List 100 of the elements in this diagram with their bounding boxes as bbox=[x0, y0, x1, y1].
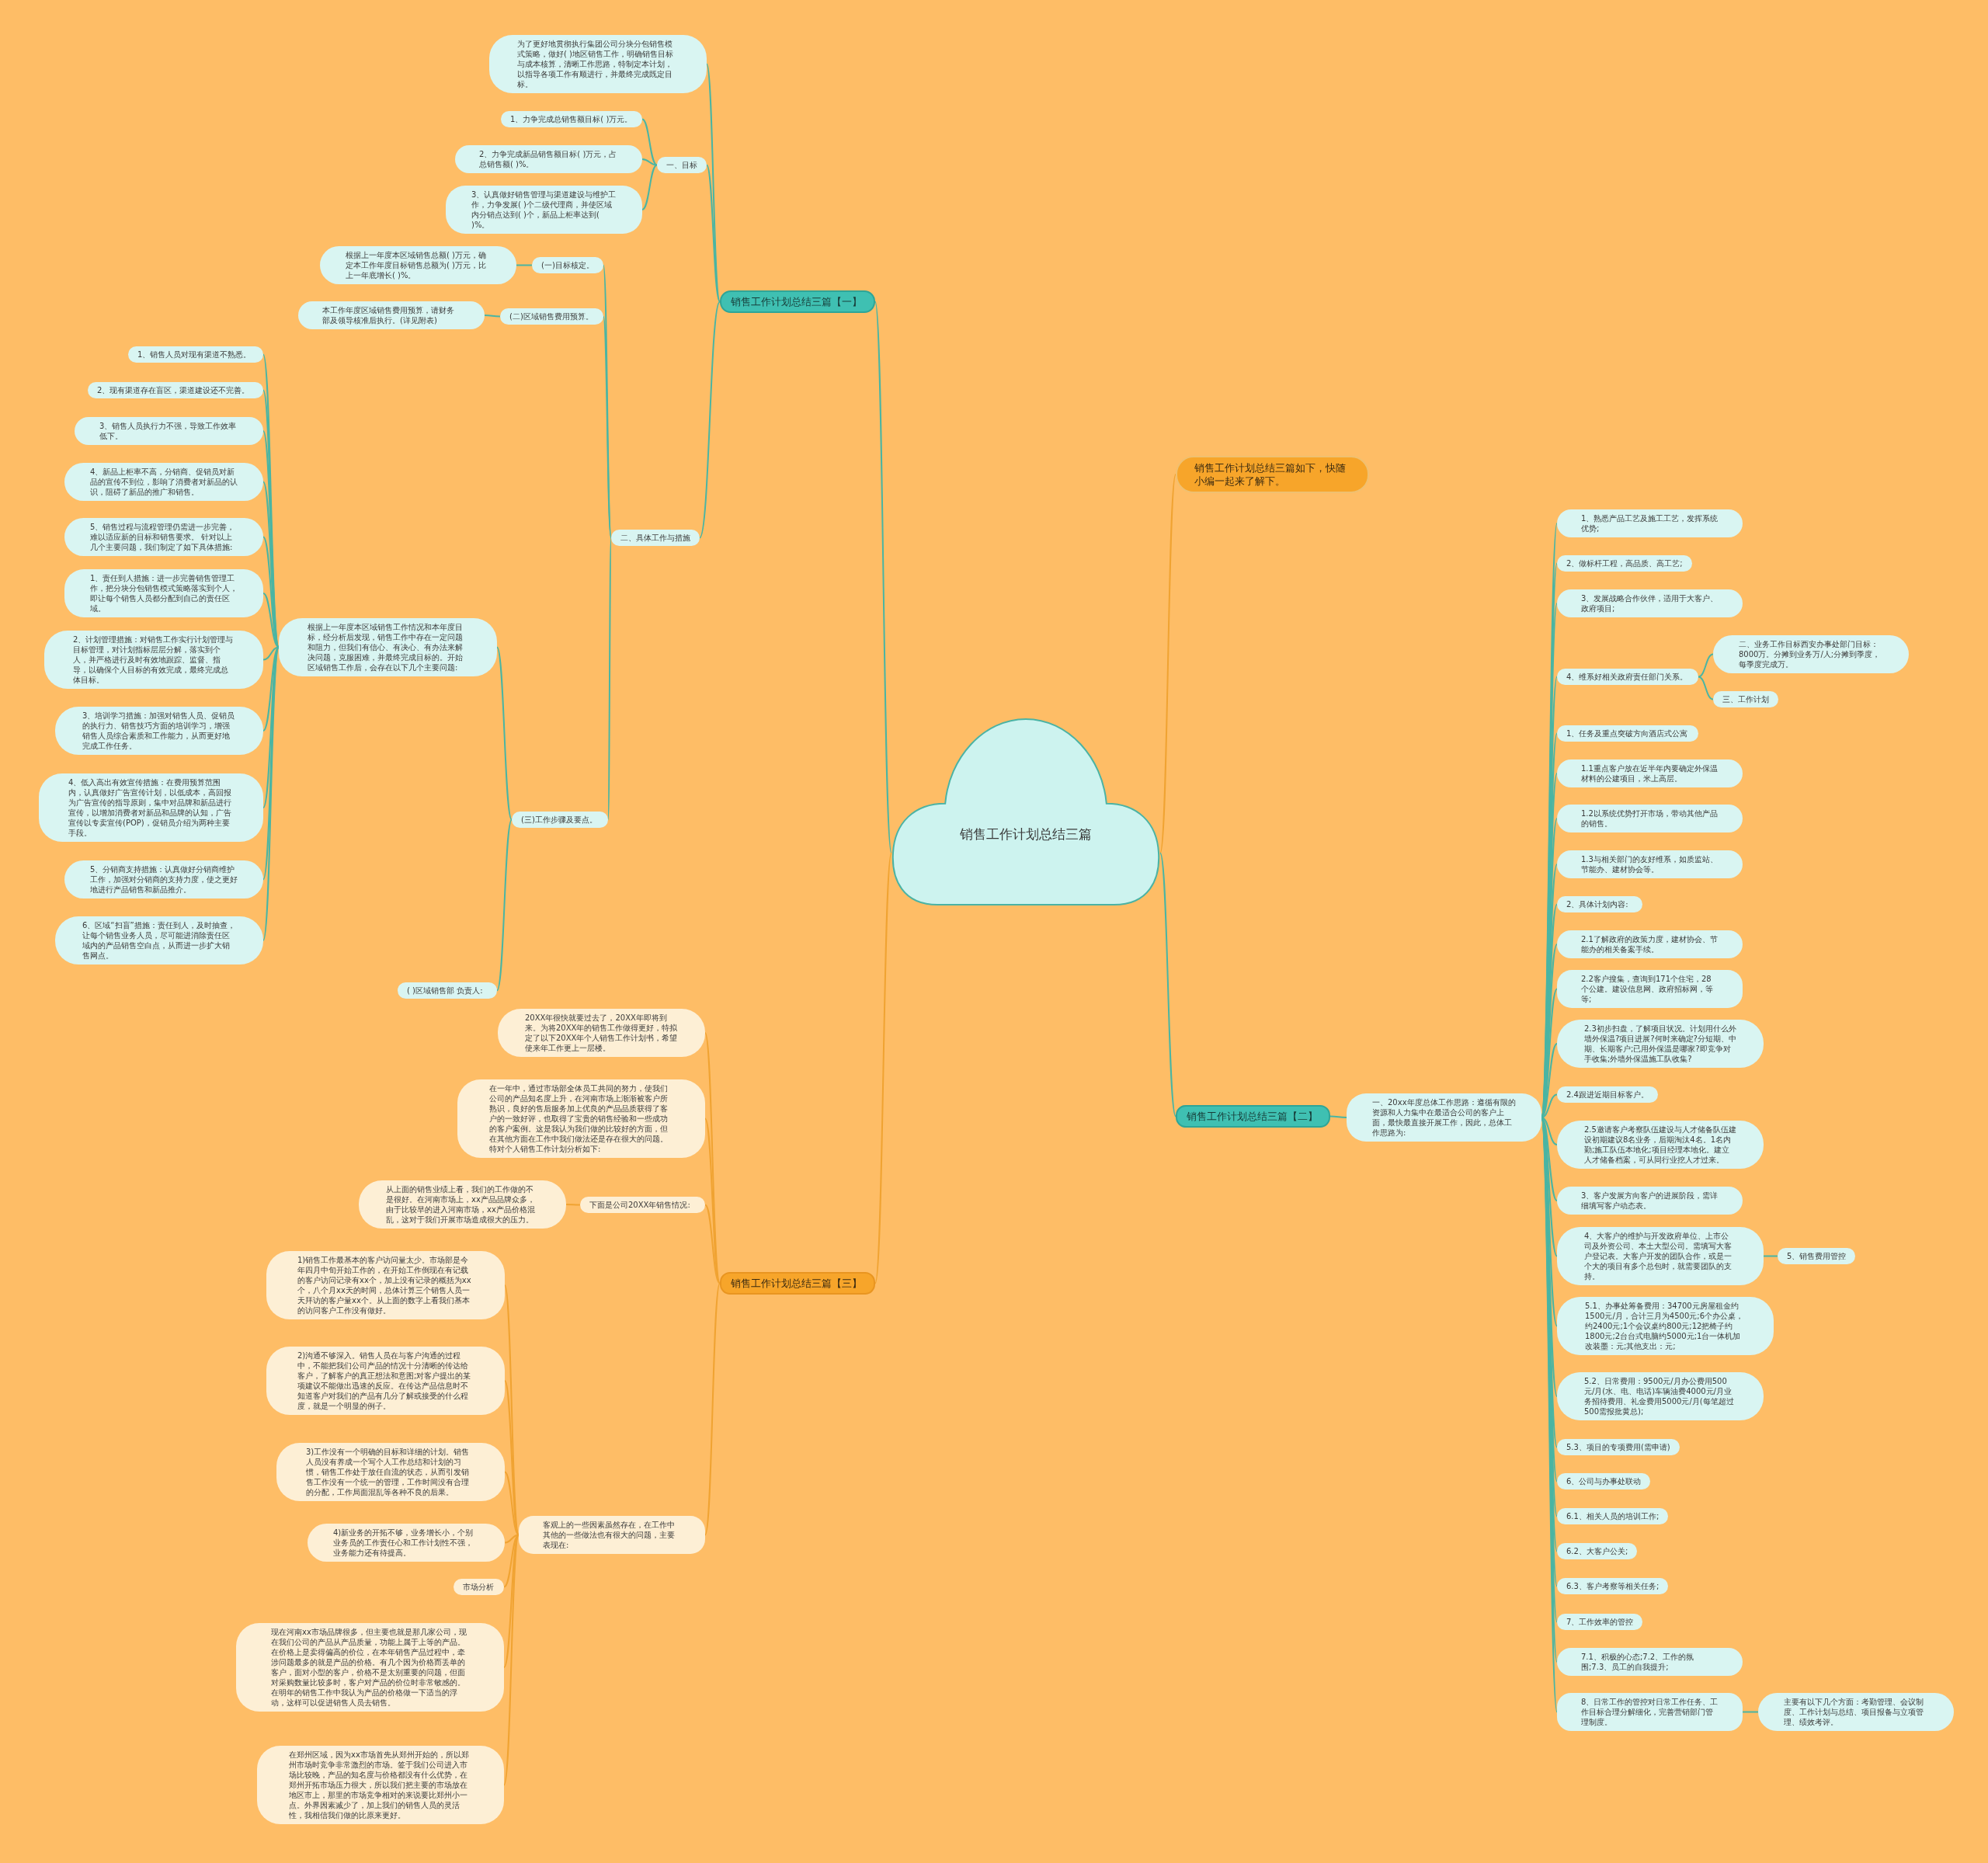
connector-line bbox=[1763, 1255, 1778, 1257]
topic-box: 3、培训学习措施：加强对销售人员、促销员的执行力、销售技巧方面的培训学习，增强销售人员综合素质和工作能力，从而更好地完成工作任务。 bbox=[55, 707, 263, 755]
topic-box: ( )区域销售部 负责人: bbox=[398, 982, 497, 999]
topic-box: 1、力争完成总销售额目标( )万元。 bbox=[501, 111, 642, 127]
topic-box: 6、区域“扫盲”措施：责任到人，及时抽查，让每个销售业务人员，尽可能进消除责任区域内的产品销售空白点，从而进一步扩大销售网点。 bbox=[55, 916, 263, 965]
topic-box: 现在河南xx市场品牌很多，但主要也就是那几家公司，现在我们公司的产品从产品质量，功能上属于上等的产品。在价格上是卖得偏高的价位，在本年销售产品过程中，牵涉问题最多的就是产品的价格。有几个因为价格而丢单的客户，面对小型的客户，价格不是太别重要的问题，但面对采购数量比较多时，客户对产品的价位时非常敏感的。在明年的销售工作中我认为产品的价格做一下适当的浮动，这样可以促进销售人员去销售。 bbox=[236, 1623, 504, 1712]
topic-box: (一)目标核定。 bbox=[532, 257, 603, 273]
topic-box: 3、客户发展方向客户的进展阶段，需详细填写客户动态表。 bbox=[1557, 1187, 1743, 1215]
topic-box: 主要有以下几个方面：考勤管理、会议制度、工作计划与总结、项目报备与立项管理、绩效考评。 bbox=[1758, 1693, 1954, 1731]
connector-line bbox=[262, 646, 280, 732]
connector-line bbox=[1698, 676, 1714, 700]
topic-box: 根据上一年度本区域销售总额( )万元，确定本工作年度目标销售总额为( )万元，比上一年底增长( )%。 bbox=[320, 246, 516, 284]
connector-line bbox=[1159, 474, 1176, 854]
topic-box: 4、低入高出有效宣传措施：在费用预算范围内，认真做好广告宣传计划，以低成本，高回报为广告宣传的指导原则，集中对品牌和新品进行宣传，以增加消费者对新品和品牌的认知，广告宣传以专卖宣传(POP)，促销员介绍为两种主要手段。 bbox=[39, 773, 263, 842]
connector-line bbox=[699, 301, 721, 539]
topic-box: 3、认真做好销售管理与渠道建设与维护工作，力争发展( )个二级代理商，并使区域内分销点达到( )个，新品上柜率达到( )%。 bbox=[446, 186, 642, 234]
topic-box: 根据上一年度本区域销售工作情况和本年度目标，经分析后发现，销售工作中存在一定问题和阻力，但我们有信心、有决心、有办法来解决问题，克服困难，并最终完成目标的。开始区域销售工作后，会存在以下几个主要问题: bbox=[279, 618, 497, 676]
connector-line bbox=[262, 593, 280, 648]
connector-line bbox=[641, 158, 658, 166]
connector-line bbox=[504, 1471, 520, 1536]
connector-line bbox=[496, 646, 513, 821]
topic-box: 1)销售工作最基本的客户访问量太少。市场部是今年四月中旬开始工作的，在开始工作倒现在有记载的客户访问记录有xx个，加上没有记录的概括为xx个，八个月xx天的时间，总体计算三个销售人员一天拜访的客户量xx个。从上面的数字上看我们基本的访问客户工作没有做好。 bbox=[266, 1251, 505, 1319]
topic-box: 下面是公司20XX年销售情况: bbox=[580, 1197, 705, 1213]
connector-line bbox=[874, 301, 892, 854]
branch-topic-box: 销售工作计划总结三篇【二】 bbox=[1176, 1105, 1330, 1128]
topic-box: 4、新品上柜率不高，分销商、促销员对新品的宣传不到位，影响了消费者对新品的认识，阻碍了新品的推广和销售。 bbox=[64, 463, 263, 501]
connector-line bbox=[704, 1282, 721, 1536]
topic-box: 1.3与相关部门的友好维系，如质监站、节能办、建材协会等。 bbox=[1557, 850, 1743, 878]
topic-box: 4、大客户的维护与开发政府单位、上市公司及外资公司、本土大型公司。需填写大客户登记表。大客户开发的团队合作，或是一个大的项目有多个总包时，就需要团队的支持。 bbox=[1557, 1227, 1764, 1285]
topic-box: 2.2客户搜集，查询到171个住宅，28个公建。建设信息网、政府招标网，等等; bbox=[1557, 970, 1743, 1008]
connector-line bbox=[484, 315, 501, 318]
topic-box: 5.1、办事处筹备费用：34700元房屋租金约1500元/月，合计三月为4500元;6个办公桌，约2400元;1个会议桌约800元;12把椅子约1800元;2台台式电脑约5000元;1台一体机加改装墨：元;其他支出：元; bbox=[1557, 1297, 1774, 1355]
connector-line bbox=[641, 118, 658, 166]
topic-box: 2、现有渠道存在盲区，渠道建设还不完善。 bbox=[88, 382, 263, 398]
topic-box: 4)新业务的开拓不够，业务增长小，个别业务员的工作责任心和工作计划性不强，业务能力还有待提高。 bbox=[308, 1524, 505, 1562]
connector-line bbox=[1159, 852, 1176, 1117]
connector-line bbox=[503, 1534, 520, 1668]
topic-box: 2.1了解政府的政策力度，建材协会、节能办的相关备案手续。 bbox=[1557, 930, 1743, 958]
connector-line bbox=[603, 315, 612, 539]
topic-box: 1.1重点客户放在近半年内要确定外保温材料的公建项目，米上高层。 bbox=[1557, 759, 1743, 787]
topic-box: 3、销售人员执行力不强，导致工作效率低下。 bbox=[75, 417, 263, 445]
connector-line bbox=[503, 1534, 520, 1588]
topic-box: 1、销售人员对现有渠道不熟悉。 bbox=[128, 346, 263, 363]
branch-topic-box: 销售工作计划总结三篇【三】 bbox=[720, 1272, 875, 1295]
connector-line bbox=[262, 646, 280, 661]
topic-box: 3)工作没有一个明确的目标和详细的计划。销售人员没有养成一个写个人工作总结和计划的习惯，销售工作处于放任自流的状态，从而引发销售工作没有一个统一的管理，工作时间没有合理的分配，工作局面混乱等各种不良的后果。 bbox=[276, 1443, 505, 1501]
topic-box: 二、具体工作与措施 bbox=[611, 530, 700, 546]
topic-box: 从上面的销售业绩上看，我们的工作做的不是很好。在河南市场上，xx产品品牌众多，由于比较早的进入河南市场，xx产品价格混乱，这对于我们开展市场造成很大的压力。 bbox=[359, 1180, 566, 1229]
connector-line bbox=[504, 1534, 520, 1544]
connector-line bbox=[1541, 1043, 1558, 1118]
topic-box: 一、目标 bbox=[657, 157, 707, 173]
topic-box: 2)沟通不够深入。销售人员在与客户沟通的过程中，不能把我们公司产品的情况十分清晰的传达给客户，了解客户的真正想法和意图;对客户提出的某项建议不能做出迅速的反应。在传达产品信息时不知道客户对我们的产品有几分了解或接受的什么程度，就是一个明显的例子。 bbox=[266, 1347, 505, 1415]
topic-box: 5.2、日常费用：9500元/月办公费用500元/月(水、电、电话)车辆油费4000元/月业务招待费用、礼金费用5000元/月(每笔超过500需报批黄总); bbox=[1557, 1372, 1764, 1420]
topic-box: (三)工作步骤及要点。 bbox=[512, 812, 608, 828]
topic-box: 2、力争完成新品销售额目标( )万元，占总销售额( )%。 bbox=[455, 145, 642, 173]
topic-box: 在一年中，通过市场部全体员工共同的努力，使我们公司的产品知名度上升，在河南市场上渐渐被客户所熟识，良好的售后服务加上优良的产品品质获得了客户的一致好评，也取得了宝贵的销售经验和一些成功的客户案例。这是我认为我们做的比较好的方面，但在其他方面在工作中我们做法还是存在很大的问题。特对个人销售工作计划分析如下: bbox=[457, 1079, 705, 1158]
topic-box: 2、计划管理措施：对销售工作实行计划管理与目标管理，对计划指标层层分解，落实到个人，并严格进行及时有效地跟踪、监督、指导，以确保个人目标的有效完成，最终完成总体目标。 bbox=[44, 631, 263, 689]
intro-topic-box: 销售工作计划总结三篇如下，快随小编一起来了解下。 bbox=[1176, 456, 1369, 493]
topic-box: (二)区域销售费用预算。 bbox=[500, 308, 603, 325]
topic-box: 2、做标杆工程，高品质、高工艺; bbox=[1557, 555, 1692, 572]
connector-line bbox=[262, 646, 280, 881]
connector-line bbox=[704, 1204, 721, 1284]
topic-box: 1、任务及重点突破方向酒店式公寓 bbox=[1557, 725, 1698, 742]
topic-box: 5.3、项目的专项费用(需申请) bbox=[1557, 1439, 1680, 1455]
topic-box: 1、熟悉产品工艺及施工工艺，发挥系统优势; bbox=[1557, 509, 1743, 537]
branch-topic-box: 销售工作计划总结三篇【一】 bbox=[720, 290, 875, 313]
topic-box: 2、具体计划内容: bbox=[1557, 896, 1642, 912]
topic-box: 7、工作效率的管控 bbox=[1557, 1614, 1643, 1630]
topic-box: 本工作年度区域销售费用预算，请财务部及领导核准后执行。(详见附表) bbox=[298, 301, 485, 329]
topic-box: 8、日常工作的管控对日常工作任务、工作目标合理分解细化，完善营销部门管理制度。 bbox=[1557, 1693, 1743, 1731]
connector-line bbox=[641, 164, 658, 210]
topic-box: 6.1、相关人员的培训工作; bbox=[1557, 1508, 1669, 1524]
topic-box: 2.5邀请客户考察队伍建设与人才储备队伍建设初期建议8名业务，后期淘汰4名。1名内勤;施工队伍本地化;项目经理本地化。建立人才储备档案，可从同行业挖人才过来。 bbox=[1557, 1121, 1764, 1169]
topic-box: 一、20xx年度总体工作思路：遵循有限的资源和人力集中在最适合公司的客户上面，最快最直接开展工作，因此，总体工作思路为: bbox=[1347, 1093, 1541, 1142]
connector-line bbox=[1329, 1115, 1347, 1118]
connector-line bbox=[516, 264, 533, 266]
connector-line bbox=[1742, 1711, 1759, 1713]
topic-box: 二、业务工作目标西安办事处部门目标：8000万。分摊到业务万/人;分摊到季度，每季度完成万。 bbox=[1713, 635, 1909, 673]
connector-line bbox=[565, 1204, 581, 1206]
topic-box: 市场分析 bbox=[454, 1579, 504, 1595]
topic-box: 5、销售费用管控 bbox=[1778, 1248, 1856, 1264]
topic-box: 三、工作计划 bbox=[1713, 691, 1778, 707]
topic-box: 为了更好地贯彻执行集团公司分块分包销售模式策略，做好( )地区销售工作，明确销售目标与成本核算，清晰工作思路，特制定本计划，以指导各项工作有顺进行，并最终完成既定目标。 bbox=[489, 35, 707, 93]
connector-line bbox=[874, 852, 892, 1284]
topic-box: 1、责任到人措施：进一步完善销售管理工作，把分块分包销售模式策略落实到个人，即让每个销售人员都分配到自己的责任区域。 bbox=[64, 569, 263, 617]
connector-line bbox=[503, 1534, 520, 1786]
topic-box: 1.2以系统优势打开市场，带动其他产品的销售。 bbox=[1557, 805, 1743, 832]
topic-box: 4、维系好相关政府责任部门关系。 bbox=[1557, 669, 1698, 685]
topic-box: 客观上的一些因素虽然存在，在工作中其他的一些做法也有很大的问题，主要表现在: bbox=[519, 1516, 705, 1554]
connector-line bbox=[706, 164, 721, 303]
connector-line bbox=[1541, 1117, 1558, 1201]
connector-line bbox=[607, 537, 612, 821]
topic-box: 20XX年很快就要过去了，20XX年即将到来。为将20XX年的销售工作做得更好，特拟定了以下20XX年个人销售工作计划书，希望使来年工作更上一层楼。 bbox=[498, 1009, 705, 1057]
central-topic-cloud: 销售工作计划总结三篇 bbox=[891, 716, 1160, 906]
connector-line bbox=[1698, 653, 1714, 678]
topic-box: 6.2、大客户公关; bbox=[1557, 1543, 1638, 1559]
topic-box: 6.3、客户考察等相关任务; bbox=[1557, 1578, 1669, 1594]
topic-box: 在郑州区域，因为xx市场首先从郑州开始的，所以郑州市场时竞争非常激烈的市场。签于我们公司进入市场比较晚，产品的知名度与价格都没有什么优势，在郑州开拓市场压力很大，所以我们把主要的市场放在地区市上，那里的市场竞争相对的来说要比郑州小一点。外界因素减少了，加上我们的销售人员的灵活性，我相信我们做的比原来更好。 bbox=[257, 1746, 504, 1824]
connector-line bbox=[262, 646, 280, 941]
topic-box: 2.4跟进近期目标客户。 bbox=[1557, 1086, 1658, 1103]
